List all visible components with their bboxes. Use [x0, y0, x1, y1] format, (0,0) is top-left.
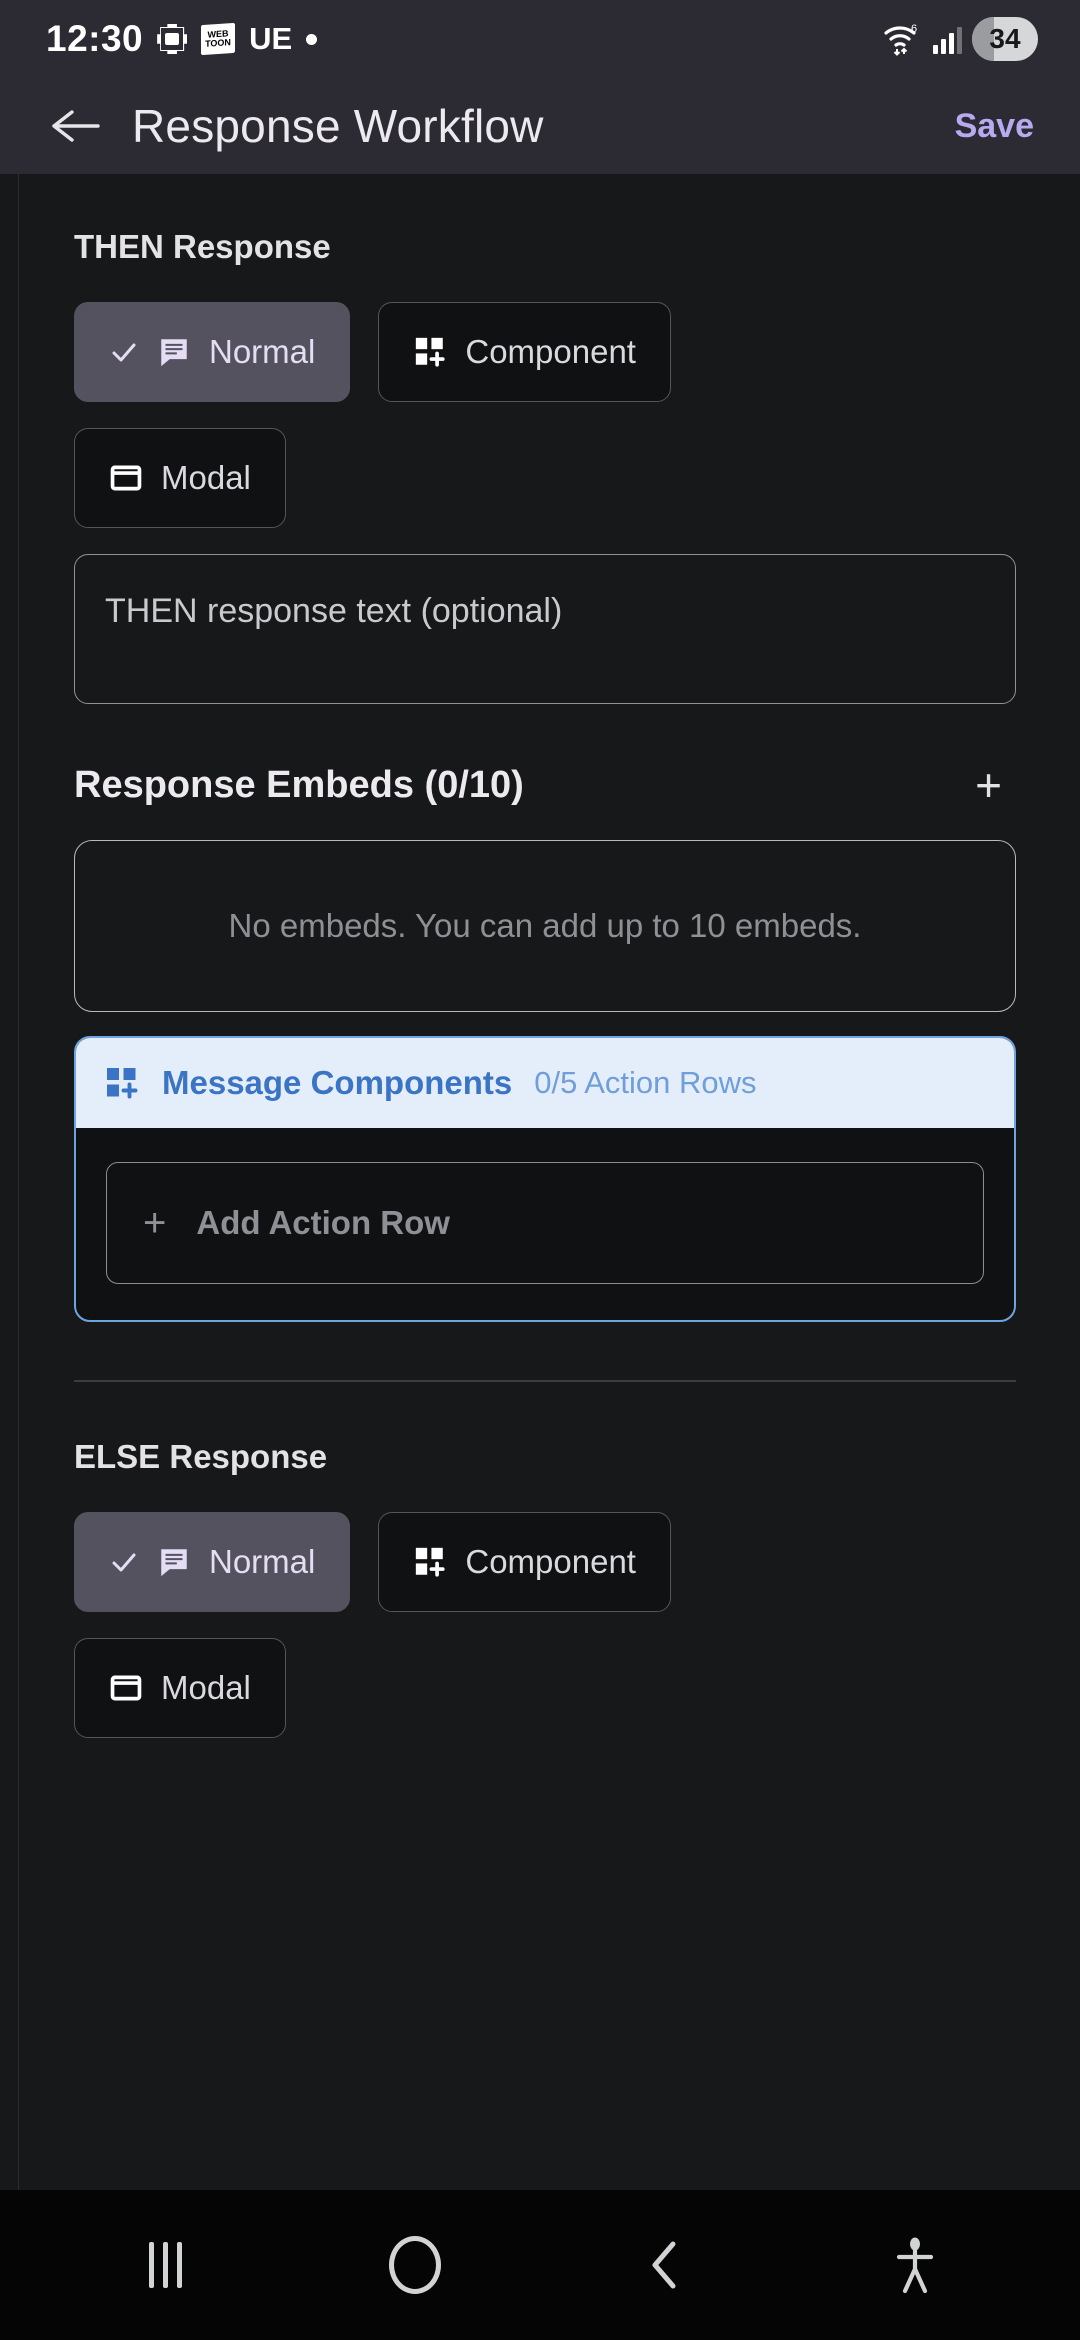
back-button[interactable] — [605, 2205, 725, 2325]
embeds-empty-text: No embeds. You can add up to 10 embeds. — [228, 907, 862, 945]
message-components-body: + Add Action Row — [76, 1128, 1014, 1320]
wifi-icon: 6 — [883, 22, 923, 56]
system-navigation-bar — [0, 2190, 1080, 2340]
then-chip-normal[interactable]: Normal — [74, 302, 351, 402]
else-chip-modal-label: Modal — [161, 1668, 251, 1706]
page-title: Response Workflow — [132, 100, 544, 152]
home-button[interactable] — [355, 2205, 475, 2325]
else-chip-component-label: Component — [465, 1542, 636, 1580]
else-chip-normal-label: Normal — [209, 1542, 316, 1580]
scan-icon — [157, 24, 187, 54]
status-bar: 12:30 WEB TOON UE 6 — [0, 0, 1080, 78]
add-embed-button[interactable]: + — [975, 759, 1002, 811]
component-grid-icon — [413, 335, 447, 369]
window-icon — [109, 461, 143, 495]
else-response-label: ELSE Response — [74, 1437, 328, 1475]
then-mode-chip-row: Normal Component — [74, 302, 1016, 402]
back-chevron-icon — [652, 2241, 676, 2289]
plus-icon: + — [143, 1201, 167, 1245]
app-bar: Response Workflow Save — [0, 78, 1080, 174]
check-icon — [109, 337, 139, 367]
message-icon — [157, 335, 191, 369]
add-action-row-label: Add Action Row — [196, 1204, 450, 1241]
message-icon — [157, 1545, 191, 1579]
then-chip-component[interactable]: Component — [378, 302, 671, 402]
home-icon — [389, 2236, 441, 2294]
back-arrow-icon[interactable] — [40, 91, 110, 161]
then-chip-normal-label: Normal — [209, 333, 316, 370]
ue-label: UE — [249, 21, 293, 56]
cellular-signal-icon — [933, 24, 962, 54]
component-grid-icon — [104, 1065, 140, 1101]
battery-fill — [972, 17, 995, 61]
battery-indicator: 34 — [972, 17, 1038, 61]
dot-indicator-icon — [306, 33, 318, 45]
then-mode-chip-row-2: Modal — [74, 428, 1016, 528]
else-chip-normal[interactable]: Normal — [74, 1511, 351, 1612]
content-left-edge — [18, 174, 19, 2340]
message-components-panel: Message Components 0/5 Action Rows + Add… — [74, 1036, 1016, 1322]
webtoon-icon-line2: TOON — [205, 37, 232, 49]
scroll-content[interactable]: THEN Response Normal — [0, 174, 1080, 2340]
section-divider — [74, 1380, 1016, 1382]
then-chip-modal[interactable]: Modal — [74, 428, 286, 528]
save-button[interactable]: Save — [954, 106, 1034, 145]
status-bar-right: 6 34 — [883, 17, 1038, 61]
embeds-empty-state: No embeds. You can add up to 10 embeds. — [74, 840, 1016, 1012]
then-response-label: THEN Response — [74, 228, 331, 265]
check-icon — [109, 1547, 139, 1577]
then-response-text-placeholder: THEN response text (optional) — [105, 592, 563, 630]
message-components-title: Message Components — [162, 1064, 513, 1101]
else-mode-chip-row: Normal Component — [74, 1511, 1016, 1612]
status-time: 12:30 — [46, 18, 144, 59]
accessibility-icon — [896, 2237, 934, 2294]
else-mode-chip-row-2: Modal — [74, 1637, 1016, 1738]
then-chip-modal-label: Modal — [161, 459, 251, 496]
else-chip-modal[interactable]: Modal — [74, 1637, 286, 1738]
recents-button[interactable] — [105, 2205, 225, 2325]
accessibility-button[interactable] — [855, 2205, 975, 2325]
battery-level: 34 — [989, 23, 1021, 54]
component-grid-icon — [413, 1545, 447, 1579]
webtoon-icon: WEB TOON — [201, 22, 236, 56]
window-icon — [109, 1671, 143, 1705]
message-components-counter: 0/5 Action Rows — [534, 1065, 757, 1100]
status-bar-left: 12:30 WEB TOON UE — [46, 18, 318, 60]
then-chip-component-label: Component — [465, 333, 636, 370]
add-action-row-button[interactable]: + Add Action Row — [106, 1162, 984, 1284]
recents-icon — [148, 2242, 182, 2288]
response-embeds-header: Response Embeds (0/10) + — [74, 762, 1016, 808]
message-components-header[interactable]: Message Components 0/5 Action Rows — [76, 1038, 1014, 1128]
response-embeds-title: Response Embeds (0/10) — [74, 763, 524, 806]
then-response-text-input[interactable]: THEN response text (optional) — [74, 554, 1016, 704]
svg-text:6: 6 — [911, 23, 917, 35]
else-chip-component[interactable]: Component — [378, 1511, 671, 1612]
